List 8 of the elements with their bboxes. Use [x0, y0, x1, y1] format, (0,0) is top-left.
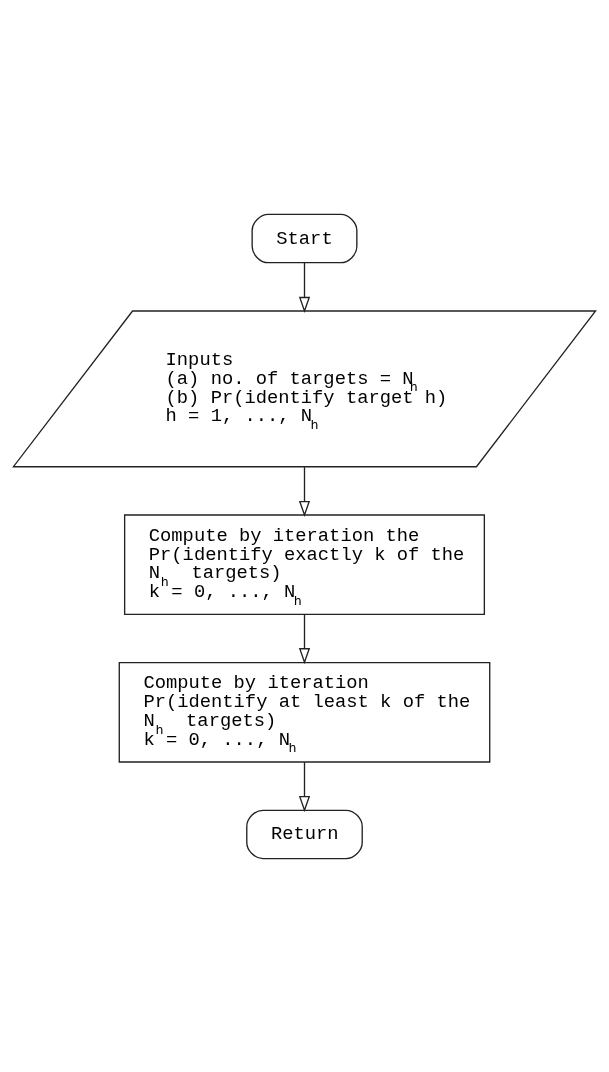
- node-box: Compute by iteration Pr(identify at least k of the N$_{h}$ targets) k = 0, ..., N$_{h}$: [118, 661, 491, 763]
- node-box: Start: [251, 213, 358, 263]
- arrow: [298, 261, 311, 313]
- arrow: [298, 613, 311, 664]
- arrow: [298, 761, 311, 812]
- arrow: [298, 465, 311, 517]
- node-box: Compute by iteration the Pr(identify exactly k of the N$_{h}$ targets) k = 0, ..., N$_{h}$: [123, 513, 486, 615]
- node-box: Return: [246, 809, 363, 859]
